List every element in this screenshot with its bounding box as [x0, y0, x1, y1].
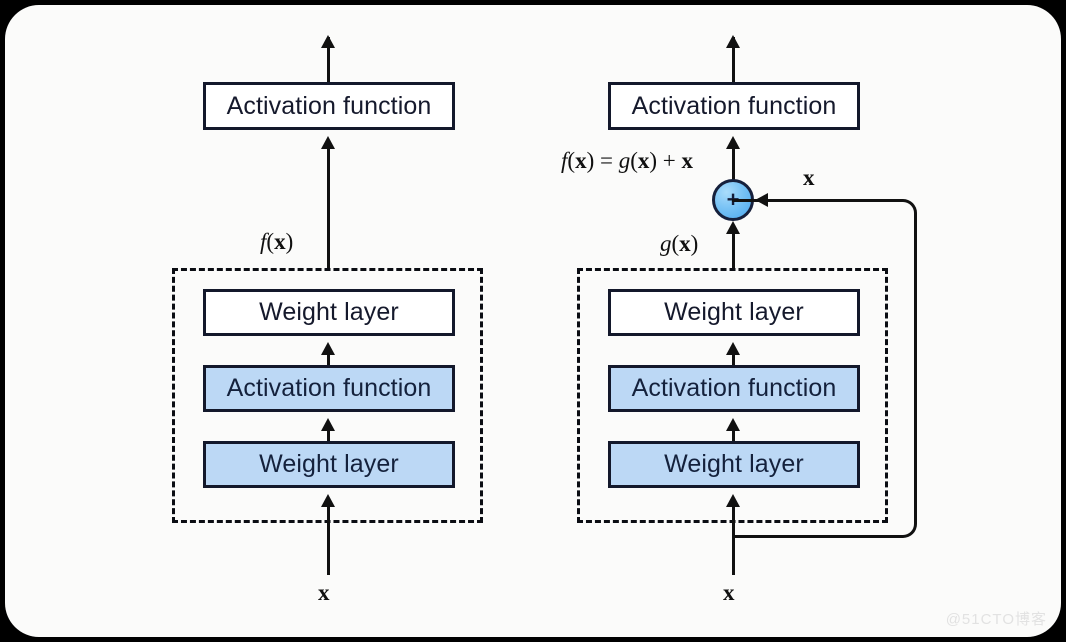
- residual-inner-arrow-2-line: [732, 429, 735, 443]
- skip-connection-arrow-head: [755, 193, 768, 207]
- watermark: @51CTO博客: [945, 611, 1047, 628]
- residual-gx-arrow-line: [732, 233, 735, 268]
- plain-inner-box-3-label: Weight layer: [259, 450, 399, 478]
- plain-inner-box-1[interactable]: Weight layer: [203, 289, 455, 336]
- plain-inner-arrow-2-line: [327, 429, 330, 443]
- residual-inner-box-3[interactable]: Weight layer: [608, 441, 860, 488]
- residual-inner-box-2-label: Activation function: [631, 374, 837, 402]
- skip-connection-path: [732, 199, 917, 538]
- plain-inner-box-1-label: Weight layer: [259, 298, 399, 326]
- plain-fx-arrow-line: [327, 148, 330, 268]
- residual-input-arrow-line: [732, 505, 735, 575]
- figure-card: Activation function f(x) Weight layer Ac…: [5, 5, 1061, 637]
- residual-equation-label: f(x) = g(x) + x: [561, 148, 694, 173]
- residual-gx-arrow-head: [726, 221, 740, 234]
- residual-inner-arrow-1-head: [726, 342, 740, 355]
- residual-output-activation-label: Activation function: [631, 91, 837, 120]
- residual-sum-to-output-line: [732, 148, 735, 181]
- residual-gx-label: g(x): [660, 231, 699, 256]
- plain-inner-box-2-label: Activation function: [226, 374, 432, 402]
- plain-input-arrow-line: [327, 505, 330, 575]
- residual-output-activation-box[interactable]: Activation function: [608, 82, 860, 130]
- plain-output-arrow-head: [321, 35, 335, 48]
- plain-inner-arrow-2-head: [321, 418, 335, 431]
- plain-output-activation-box[interactable]: Activation function: [203, 82, 455, 130]
- residual-input-label: x: [723, 580, 735, 605]
- residual-inner-arrow-1-line: [732, 353, 735, 367]
- plain-output-arrow-line: [327, 37, 330, 83]
- residual-output-arrow-line: [732, 37, 735, 83]
- plain-inner-arrow-1-line: [327, 353, 330, 367]
- plain-fx-arrow-head: [321, 136, 335, 149]
- residual-inner-box-1[interactable]: Weight layer: [608, 289, 860, 336]
- residual-inner-arrow-2-head: [726, 418, 740, 431]
- residual-inner-box-1-label: Weight layer: [664, 298, 804, 326]
- plain-input-arrow-head: [321, 494, 335, 507]
- plain-inner-box-3[interactable]: Weight layer: [203, 441, 455, 488]
- residual-inner-box-3-label: Weight layer: [664, 450, 804, 478]
- plain-output-activation-label: Activation function: [226, 91, 432, 120]
- plain-fx-label: f(x): [260, 229, 294, 254]
- residual-inner-box-2[interactable]: Activation function: [608, 365, 860, 412]
- plain-input-label: x: [318, 580, 330, 605]
- plain-inner-box-2[interactable]: Activation function: [203, 365, 455, 412]
- residual-input-arrow-head: [726, 494, 740, 507]
- residual-sum-to-output-head: [726, 136, 740, 149]
- plain-inner-arrow-1-head: [321, 342, 335, 355]
- skip-connection-label: x: [803, 165, 815, 190]
- residual-output-arrow-head: [726, 35, 740, 48]
